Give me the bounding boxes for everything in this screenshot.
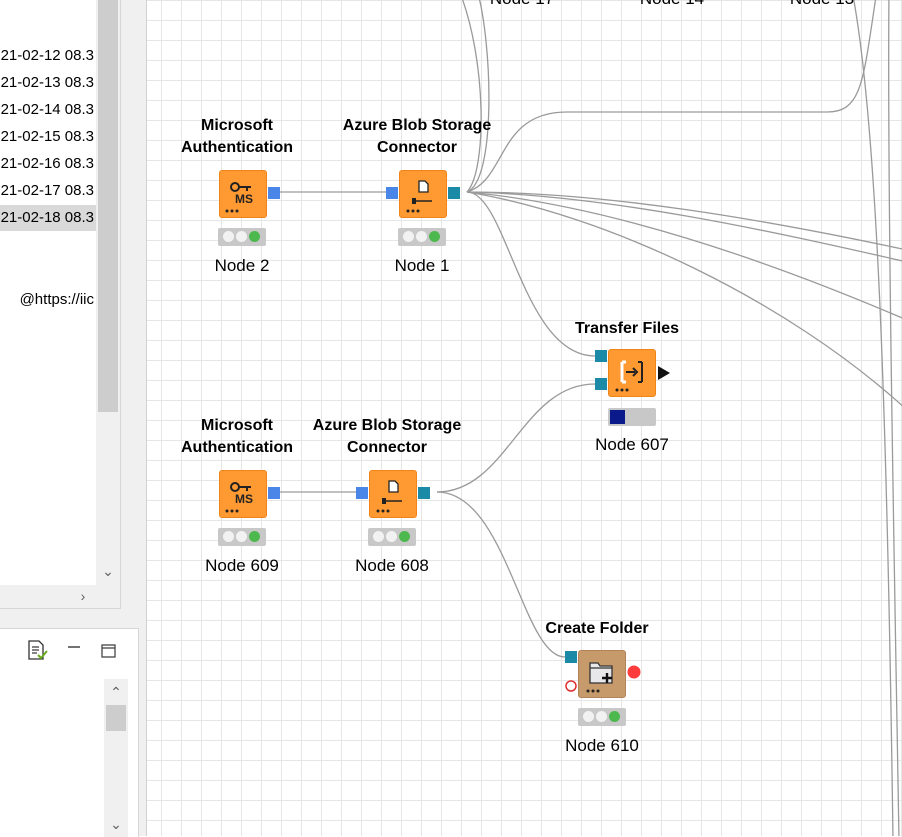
horizontal-scrollbar[interactable]: › (0, 585, 120, 608)
node-label[interactable]: Node 609 (205, 556, 279, 575)
checklist-icon[interactable] (26, 639, 48, 661)
connection-line (461, 0, 482, 193)
status-traffic-light (398, 228, 446, 246)
status-traffic-light (578, 708, 626, 726)
output-port-error[interactable] (626, 664, 642, 680)
node-title: Transfer Files (574, 320, 680, 337)
output-port[interactable] (448, 187, 460, 199)
minimize-icon[interactable] (64, 639, 86, 661)
input-port[interactable] (356, 487, 368, 499)
input-port[interactable] (595, 350, 607, 362)
list-item[interactable]: 21-02-14 08.3 (0, 101, 94, 118)
microsoft-authentication-node[interactable]: MS (219, 170, 267, 218)
connection-line (466, 191, 596, 357)
node-title: Azure Blob Storage Connector (312, 417, 462, 456)
list-item[interactable]: 21-02-13 08.3 (0, 74, 94, 91)
node-label[interactable]: Node 2 (214, 256, 270, 275)
vertical-scrollbar[interactable]: ⌃ ⌄ (104, 679, 128, 837)
connection-line (466, 0, 877, 193)
left-panel: 21-02-12 08.3 21-02-13 08.3 21-02-14 08.… (0, 0, 146, 837)
output-port-triangle[interactable] (657, 365, 671, 381)
status-traffic-light (368, 528, 416, 546)
svg-text:MS: MS (235, 492, 253, 506)
list-item[interactable]: 21-02-17 08.3 (0, 182, 94, 199)
create-folder-node[interactable] (578, 650, 626, 698)
output-port[interactable] (268, 487, 280, 499)
input-port[interactable] (386, 187, 398, 199)
connection-line (888, 0, 900, 836)
svg-text:MS: MS (235, 192, 253, 206)
file-connector-icon (376, 480, 402, 513)
chevron-right-icon[interactable]: › (80, 588, 86, 604)
node-title: Microsoft Authentication (181, 117, 293, 156)
progress-fill (610, 410, 625, 424)
connection-line (466, 0, 490, 193)
bottom-panel: ⌃ ⌄ (0, 628, 139, 837)
node-label[interactable]: Node 610 (565, 736, 639, 755)
list-item-selected[interactable]: 21-02-18 08.3 (0, 205, 96, 231)
connection-line (466, 191, 902, 262)
vertical-scrollbar[interactable]: ⌄ (96, 0, 120, 585)
input-port[interactable] (595, 378, 607, 390)
scrollbar-thumb[interactable] (106, 705, 126, 731)
chevron-down-icon[interactable]: ⌄ (110, 816, 122, 832)
output-port[interactable] (268, 187, 280, 199)
list-item[interactable]: 21-02-16 08.3 (0, 155, 94, 172)
key-ms-icon: MS (225, 182, 253, 213)
chevron-up-icon[interactable]: ⌃ (110, 684, 122, 700)
node-title: Microsoft Authentication (181, 417, 293, 456)
connection-line (436, 383, 596, 493)
transfer-icon (615, 360, 643, 392)
connection-line (466, 191, 902, 250)
status-traffic-light (218, 228, 266, 246)
connection-line (466, 191, 902, 407)
list-item[interactable]: 21-02-12 08.3 (0, 47, 94, 64)
scrollbar-thumb[interactable] (98, 0, 118, 412)
output-port[interactable] (418, 487, 430, 499)
history-list: 21-02-12 08.3 21-02-13 08.3 21-02-14 08.… (0, 0, 121, 609)
connection-line (853, 0, 894, 836)
node-label: Node 13 (787, 0, 857, 9)
azure-blob-connector-node[interactable] (399, 170, 447, 218)
node-label[interactable]: Node 608 (355, 556, 429, 575)
key-ms-icon: MS (225, 482, 253, 513)
status-traffic-light (218, 528, 266, 546)
input-port[interactable] (565, 651, 577, 663)
node-title: Azure Blob Storage Connector (342, 117, 492, 156)
azure-blob-connector-node[interactable] (369, 470, 417, 518)
connections-layer (280, 0, 902, 836)
workflow-canvas[interactable]: Node 17 Node 14 Node 13 Microsoft Authen… (146, 0, 902, 836)
folder-add-icon (586, 662, 613, 693)
maximize-icon[interactable] (98, 639, 120, 661)
node-label: Node 17 (487, 0, 557, 9)
node-title: Create Folder (545, 620, 649, 637)
chevron-down-icon[interactable]: ⌄ (102, 563, 114, 579)
history-url-text: @https://iic (19, 291, 94, 308)
progress-bar (608, 408, 656, 426)
node-label: Node 14 (637, 0, 707, 9)
node-label[interactable]: Node 607 (595, 435, 669, 454)
transfer-files-node[interactable] (608, 349, 656, 397)
optional-input-port[interactable] (564, 679, 578, 693)
connection-line (466, 191, 902, 319)
node-label[interactable]: Node 1 (394, 256, 450, 275)
file-connector-icon (406, 180, 432, 213)
microsoft-authentication-node[interactable]: MS (219, 470, 267, 518)
list-item[interactable]: 21-02-15 08.3 (0, 128, 94, 145)
connection-line (436, 491, 566, 658)
